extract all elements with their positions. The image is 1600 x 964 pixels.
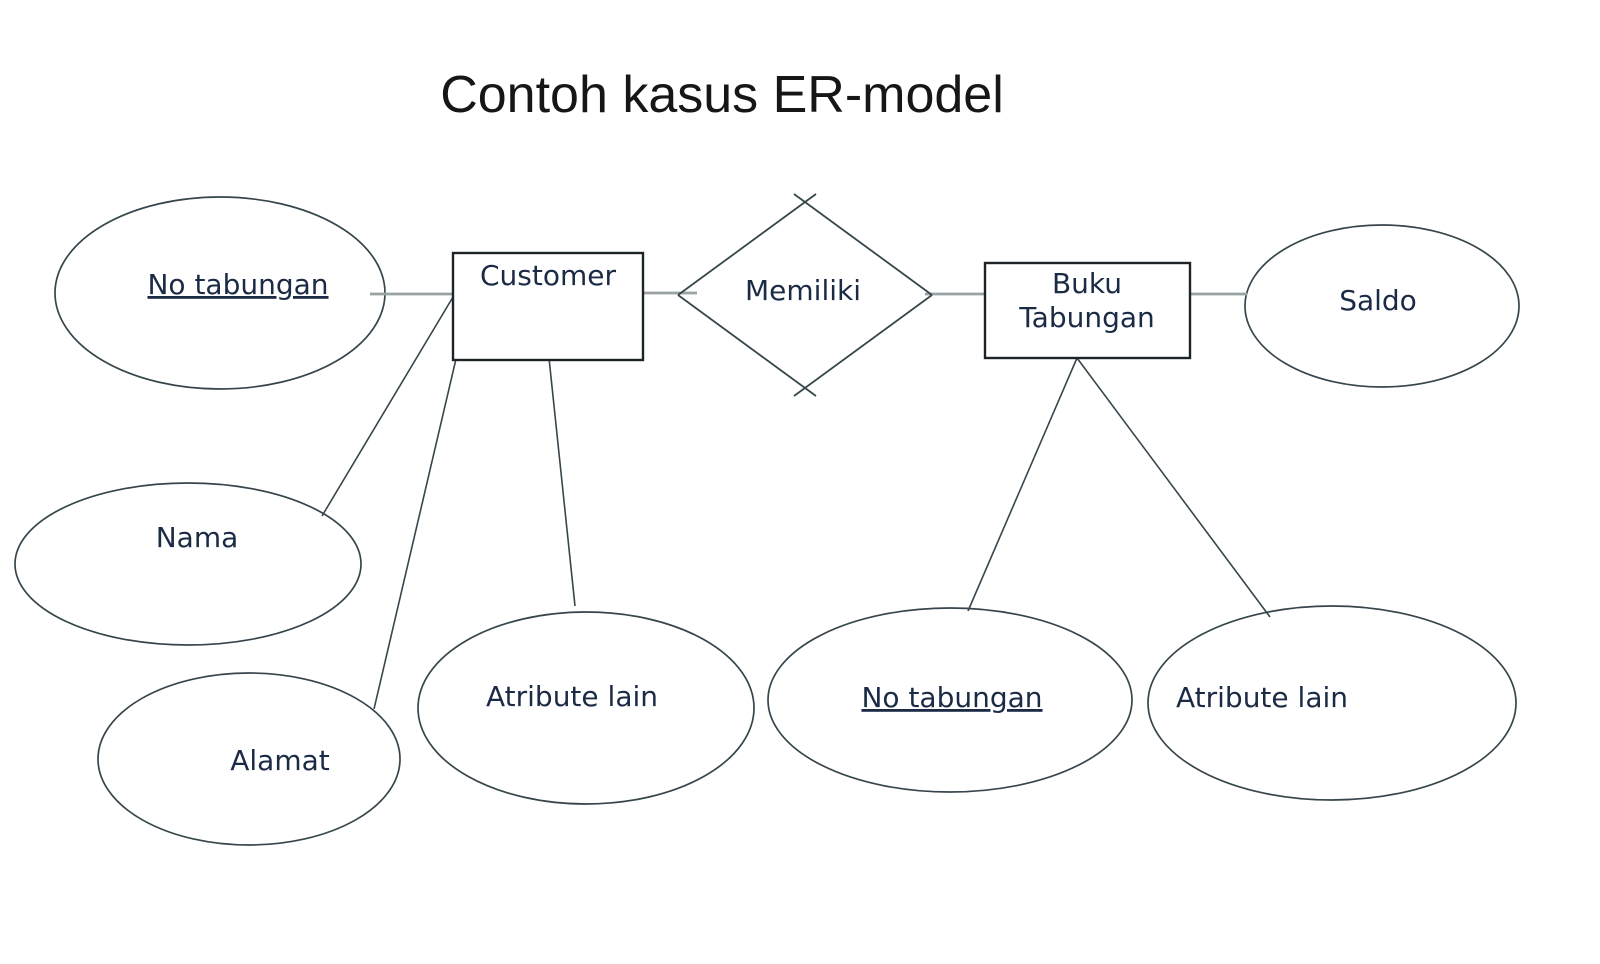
- attribute-ellipse-alamat: [97, 672, 401, 846]
- entity-box-buku-tabungan: [983, 261, 1192, 360]
- attribute-ellipse-saldo: [1244, 224, 1520, 388]
- attribute-label-no-tabungan-customer: No tabungan: [147, 268, 328, 301]
- attribute-ellipse-atribute-lain-buku: [1147, 605, 1517, 801]
- edge-buku-to-no-tabungan: [967, 357, 1078, 612]
- attribute-label-atribute-lain-customer: Atribute lain: [486, 680, 658, 713]
- attribute-ellipse-nama: [14, 482, 362, 646]
- entity-box-customer: [451, 251, 645, 362]
- entity-label-buku: Buku: [1052, 267, 1122, 300]
- edge-customer-to-atribute-lain: [548, 357, 576, 607]
- relationship-diamond-memiliki: [677, 193, 933, 397]
- diagram-title: Contoh kasus ER-model: [440, 66, 1004, 124]
- edge-customer-to-nama: [321, 296, 454, 517]
- attribute-label-nama: Nama: [156, 521, 239, 554]
- attribute-ellipse-no-tabungan-buku: [767, 607, 1133, 793]
- edge-buku-to-atribute-lain: [1076, 357, 1271, 618]
- entity-label-tabungan: Tabungan: [1018, 301, 1155, 334]
- attribute-ellipse-atribute-lain-customer: [417, 611, 755, 805]
- entity-label-customer: Customer: [480, 259, 616, 292]
- diamond-edge-bottom-right: [793, 294, 933, 397]
- diamond-edge-top-left: [677, 193, 817, 296]
- diamond-edge-top-right: [793, 193, 933, 296]
- attribute-label-no-tabungan-buku: No tabungan: [861, 681, 1042, 714]
- edge-customer-to-alamat: [373, 358, 457, 710]
- diamond-edge-bottom-left: [677, 294, 817, 397]
- relationship-label-memiliki: Memiliki: [745, 274, 861, 307]
- attribute-label-alamat: Alamat: [230, 744, 330, 777]
- attribute-label-saldo: Saldo: [1339, 284, 1417, 317]
- attribute-label-atribute-lain-buku: Atribute lain: [1176, 681, 1348, 714]
